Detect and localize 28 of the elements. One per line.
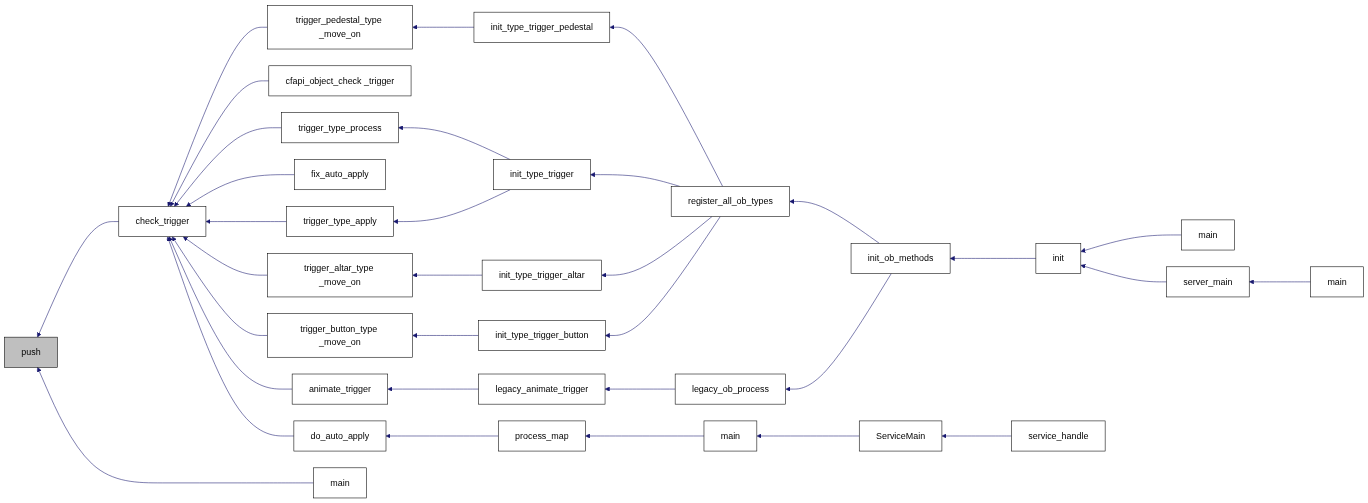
node-box: init_type_trigger_pedestal [473,11,611,43]
node-box: init_type_trigger_button [478,319,606,351]
node-box: legacy_animate_trigger [478,373,606,405]
node-box: check_trigger [118,206,207,237]
node-box: trigger_type_process [281,112,399,143]
node-box: service_handle [1011,420,1106,452]
node-box: init_type_trigger_altar [481,259,602,291]
node-box: trigger_altar_type _move_on [267,252,413,297]
node-box: trigger_pedestal_type _move_on [267,4,413,50]
node-box: trigger_button_type _move_on [267,313,413,358]
node-box: server_main [1166,266,1250,297]
node-box: push [4,336,58,368]
node-box: main [313,467,367,499]
node-box: fix_auto_apply [294,159,386,190]
node-box: register_all_ob_types [670,185,790,217]
node-box: init [1035,242,1082,274]
node-box: init_ob_methods [850,242,951,274]
node-box: animate_trigger [291,373,388,405]
node-box: init_type_trigger [493,159,591,190]
node-box: legacy_ob_process [674,373,786,405]
node-box: main [1181,219,1235,251]
node-box: cfapi_object_check _trigger [268,65,412,96]
node-box: main [1310,266,1364,297]
node-box: do_auto_apply [293,420,387,452]
node-box: main [703,420,758,452]
node-box: ServiceMain [858,420,943,452]
node-box: trigger_type_apply [286,206,394,237]
node-box: process_map [498,420,586,452]
